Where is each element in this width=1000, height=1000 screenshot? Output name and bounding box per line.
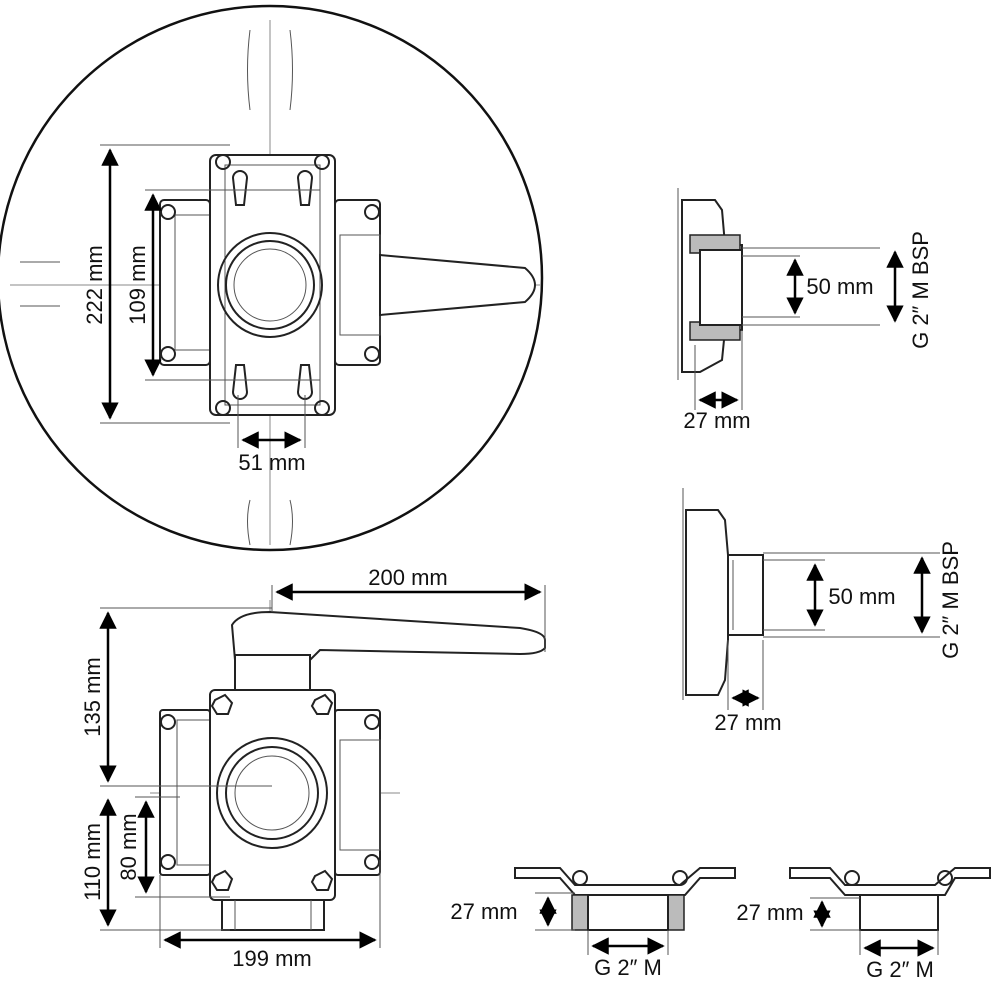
side-detail-2: 50 mm G 2″ M BSP 27 mm bbox=[682, 488, 963, 735]
dim-label-g2m-d: G 2″ M bbox=[866, 957, 934, 982]
dim-label-200: 200 mm bbox=[368, 565, 447, 590]
dim-label-27-c: 27 mm bbox=[450, 899, 517, 924]
side-detail-1: 50 mm G 2″ M BSP 27 mm bbox=[677, 188, 933, 433]
dim-label-thread-b: G 2″ M BSP bbox=[938, 541, 963, 659]
dim-label-51: 51 mm bbox=[238, 450, 305, 475]
dim-label-50-a: 50 mm bbox=[806, 274, 873, 299]
front-view: 200 mm 135 mm 110 mm 80 mm 199 mm bbox=[80, 565, 546, 971]
dim-label-110: 110 mm bbox=[80, 823, 105, 901]
bottom-detail-1: 27 mm G 2″ M bbox=[450, 867, 736, 980]
dim-label-27-a: 27 mm bbox=[683, 408, 750, 433]
dim-label-109: 109 mm bbox=[125, 245, 150, 324]
dim-label-thread-a: G 2″ M BSP bbox=[908, 231, 933, 349]
dim-label-199: 199 mm bbox=[232, 946, 311, 971]
bottom-detail-2: 27 mm G 2″ M bbox=[736, 867, 991, 982]
dim-label-135: 135 mm bbox=[80, 657, 105, 736]
dim-label-27-d: 27 mm bbox=[736, 900, 803, 925]
dim-label-g2m-c: G 2″ M bbox=[594, 955, 662, 980]
dim-label-222: 222 mm bbox=[82, 245, 107, 324]
dim-label-50-b: 50 mm bbox=[828, 584, 895, 609]
dim-label-80: 80 mm bbox=[116, 813, 141, 880]
top-view: 222 mm 109 mm 51 mm bbox=[0, 4, 544, 552]
dim-label-27-b: 27 mm bbox=[714, 710, 781, 735]
